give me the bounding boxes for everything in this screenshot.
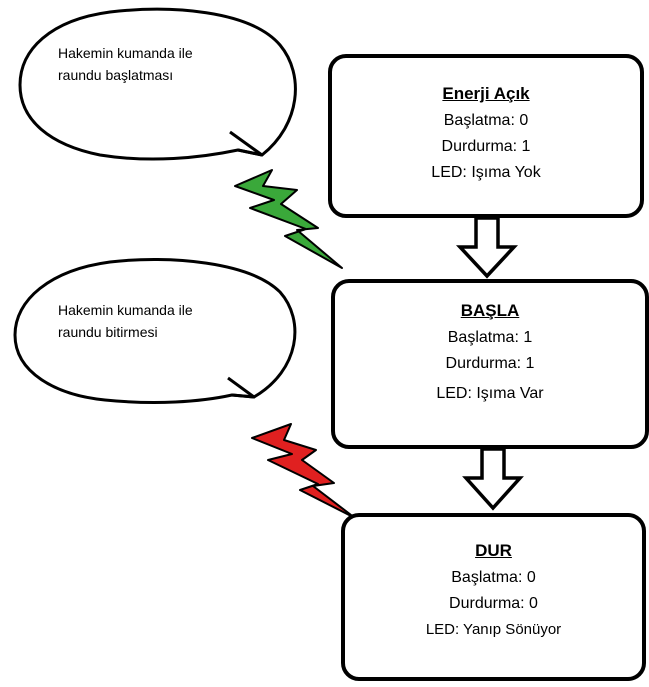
- state-title: BAŞLA: [460, 301, 520, 320]
- state-start-value: Başlatma: 1: [447, 329, 533, 346]
- bubble-2-line-2: raundu bitirmesi: [58, 324, 158, 340]
- down-arrow-2: [462, 447, 524, 511]
- state-box-start: BAŞLA Başlatma: 1 Durdurma: 1 LED: Işıma…: [331, 279, 649, 449]
- state-start-value: Başlatma: 0: [451, 569, 536, 586]
- state-stop-value: Durdurma: 1: [441, 138, 531, 155]
- speech-bubble-1: [18, 7, 297, 161]
- state-box-energy-on: Enerji Açık Başlatma: 0 Durdurma: 1 LED:…: [328, 54, 644, 218]
- state-start-value: Başlatma: 0: [443, 112, 529, 129]
- state-stop-value: Durdurma: 0: [449, 595, 538, 612]
- green-lightning-icon: [234, 169, 343, 269]
- bubble-1-line-1: Hakemin kumanda ile: [58, 45, 193, 61]
- bubble-1-text: Hakemin kumanda ile raundu başlatması: [58, 42, 193, 86]
- down-arrow-1: [455, 216, 519, 279]
- bubble-2-line-1: Hakemin kumanda ile: [58, 302, 193, 318]
- state-stop-value: Durdurma: 1: [445, 355, 535, 372]
- bubble-2-text: Hakemin kumanda ile raundu bitirmesi: [58, 299, 193, 343]
- bubble-1-line-2: raundu başlatması: [58, 67, 174, 83]
- state-led-value: LED: Işıma Yok: [431, 164, 541, 181]
- state-title: DUR: [475, 541, 512, 560]
- state-led-value: LED: Yanıp Sönüyor: [425, 621, 562, 638]
- speech-bubble-2: [13, 258, 297, 404]
- red-lightning-icon: [251, 423, 356, 519]
- state-title: Enerji Açık: [442, 84, 530, 103]
- state-box-stop: DUR Başlatma: 0 Durdurma: 0 LED: Yanıp S…: [341, 513, 646, 681]
- state-led-value: LED: Işıma Var: [436, 385, 544, 402]
